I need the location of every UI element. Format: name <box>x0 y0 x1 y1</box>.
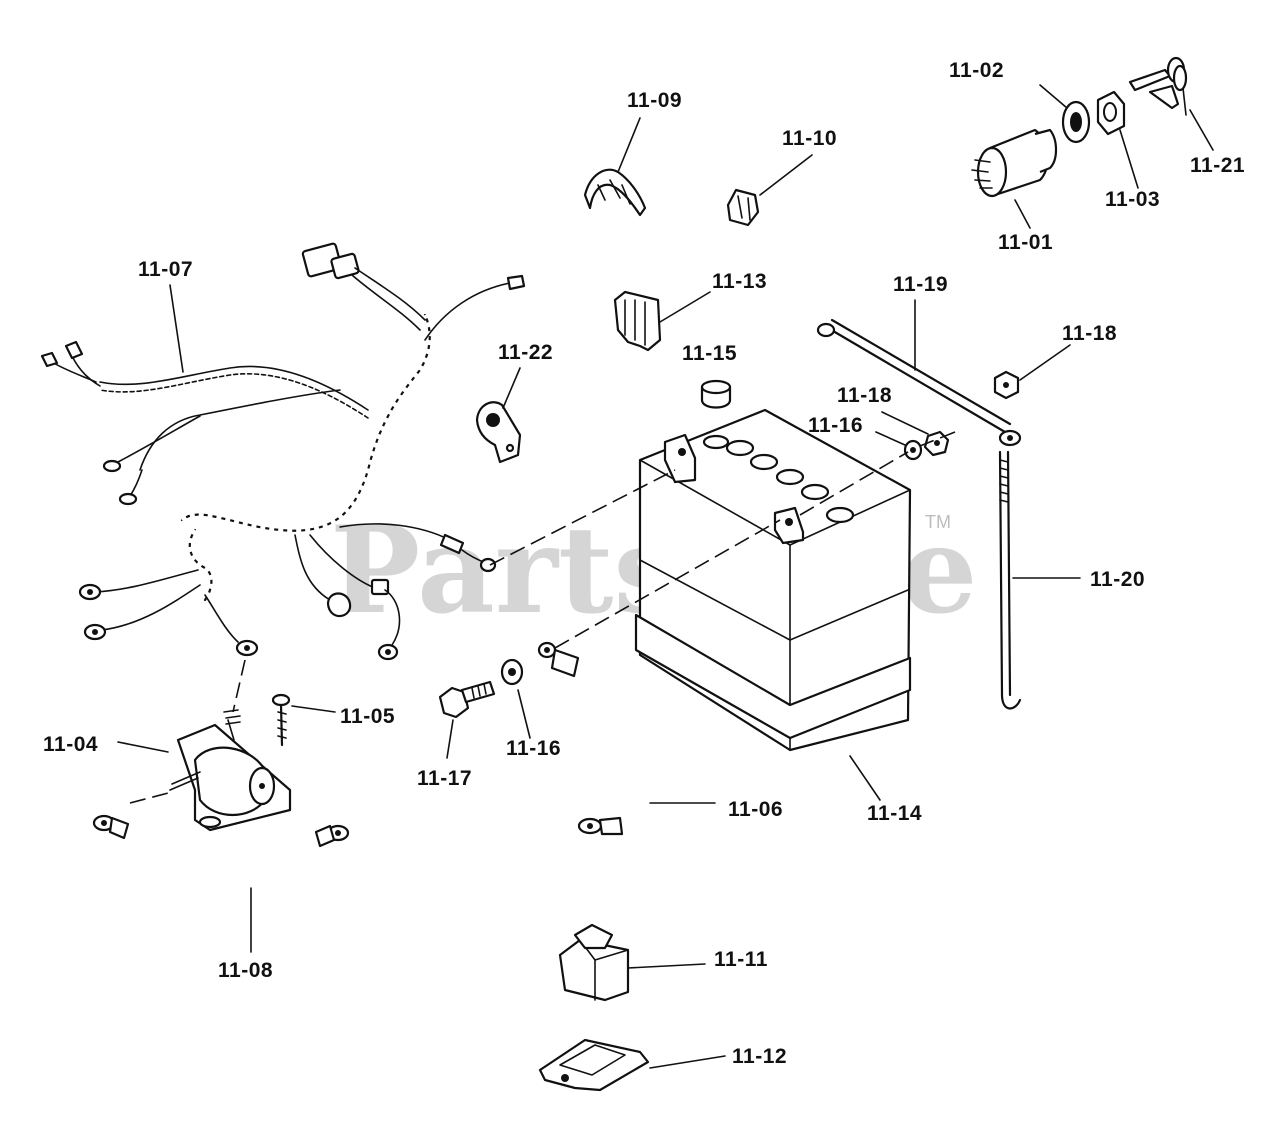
lock-washer[interactable] <box>1061 100 1091 144</box>
key-set[interactable] <box>1128 56 1188 116</box>
label-11-05: 11-05 <box>340 705 395 728</box>
label-11-09: 11-09 <box>627 89 682 112</box>
label-11-22: 11-22 <box>498 341 553 364</box>
callout-labels: 11-07 11-09 11-10 11-02 11-03 11-21 11-0… <box>43 59 1245 1068</box>
wire-clip[interactable] <box>726 188 760 227</box>
label-11-18-upper: 11-18 <box>837 384 892 407</box>
label-11-16-upper: 11-16 <box>808 414 863 437</box>
label-11-03: 11-03 <box>1105 188 1160 211</box>
wiring-harness[interactable] <box>40 242 526 661</box>
vent-cap[interactable] <box>700 379 732 409</box>
battery[interactable] <box>634 408 912 752</box>
ignition-switch[interactable] <box>971 128 1058 198</box>
washer-lower[interactable] <box>500 658 524 686</box>
label-11-17: 11-17 <box>417 767 472 790</box>
label-11-15: 11-15 <box>682 342 737 365</box>
cable-clip[interactable] <box>583 168 647 217</box>
label-11-10: 11-10 <box>782 127 837 150</box>
cable-clamp[interactable] <box>475 401 522 464</box>
spring-clip[interactable] <box>613 290 662 352</box>
label-11-01: 11-01 <box>998 231 1053 254</box>
hex-nut[interactable] <box>1096 90 1126 136</box>
label-11-14: 11-14 <box>867 802 922 825</box>
bolt[interactable] <box>438 680 496 719</box>
label-11-08: 11-08 <box>218 959 273 982</box>
label-11-18-right: 11-18 <box>1062 322 1117 345</box>
label-11-19: 11-19 <box>893 273 948 296</box>
label-11-12: 11-12 <box>732 1045 787 1068</box>
solenoid-cable[interactable] <box>92 814 350 880</box>
washer-upper[interactable] <box>903 439 923 461</box>
hold-down-rod[interactable] <box>998 450 1022 710</box>
label-11-13: 11-13 <box>712 270 767 293</box>
label-11-20: 11-20 <box>1090 568 1145 591</box>
label-11-21: 11-21 <box>1190 154 1245 177</box>
battery-cable[interactable] <box>537 641 654 836</box>
toggle-switch[interactable] <box>558 923 630 1002</box>
hold-down-bar[interactable] <box>816 318 1022 447</box>
nut-right[interactable] <box>993 370 1020 400</box>
label-11-06: 11-06 <box>728 798 783 821</box>
watermark-tm: TM <box>925 512 951 532</box>
label-11-16-lower: 11-16 <box>506 737 561 760</box>
label-11-02: 11-02 <box>949 59 1004 82</box>
label-11-07: 11-07 <box>138 258 193 281</box>
label-11-11: 11-11 <box>714 948 768 971</box>
screw[interactable] <box>271 693 291 747</box>
label-11-04: 11-04 <box>43 733 98 756</box>
switch-bracket[interactable] <box>538 1038 650 1092</box>
assembly-lines <box>129 431 956 804</box>
starter-solenoid[interactable] <box>169 709 292 832</box>
leader-lines <box>117 84 1214 1069</box>
